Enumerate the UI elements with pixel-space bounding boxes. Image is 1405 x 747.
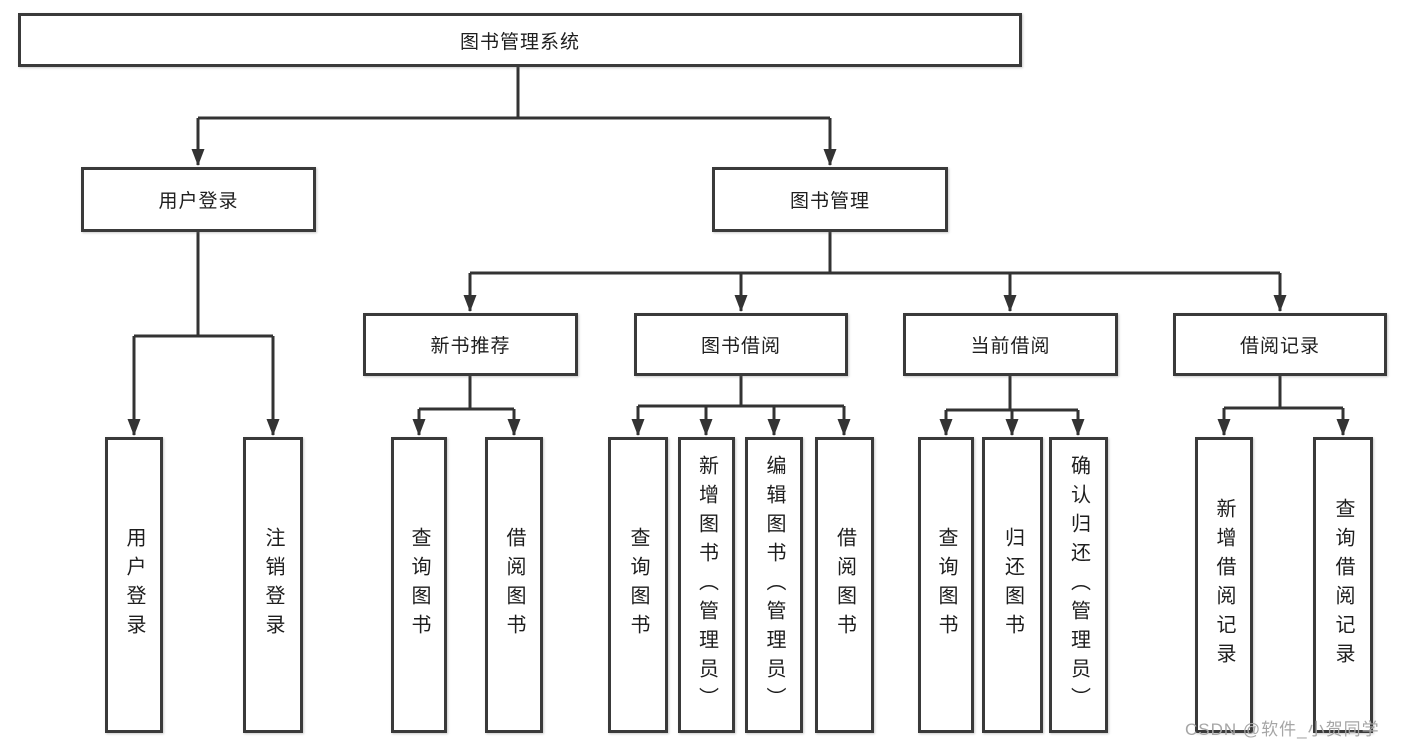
leaf-add-borrow-record-label: 新增借阅记录	[1213, 498, 1235, 672]
leaf-logout: 注销登录	[243, 437, 303, 733]
leaf-edit-books-admin: 编辑图书（管理员）	[745, 437, 803, 733]
leaf-user-login-label: 用户登录	[123, 527, 145, 643]
node-current-borrow-label: 当前借阅	[970, 336, 1051, 357]
node-current-borrow: 当前借阅	[903, 313, 1118, 376]
leaf-add-books-admin-label: 新增图书（管理员）	[695, 454, 718, 716]
node-new-book-recommend: 新书推荐	[363, 313, 578, 376]
leaf-query-books-current-label: 查询图书	[935, 527, 957, 643]
node-root-library-system: 图书管理系统	[18, 13, 1022, 67]
node-book-borrow: 图书借阅	[634, 313, 848, 376]
leaf-query-borrow-record: 查询借阅记录	[1313, 437, 1373, 733]
leaf-add-books-admin: 新增图书（管理员）	[678, 437, 735, 733]
leaf-borrow-books-recommend-label: 借阅图书	[503, 527, 525, 643]
leaf-borrow-books: 借阅图书	[815, 437, 874, 733]
csdn-watermark: CSDN @软件_小贺同学	[1185, 720, 1380, 739]
tree-connectors	[127, 67, 1350, 436]
leaf-confirm-return-admin-label: 确认归还（管理员）	[1067, 454, 1090, 716]
leaf-add-borrow-record: 新增借阅记录	[1195, 437, 1253, 733]
leaf-user-login: 用户登录	[105, 437, 163, 733]
node-book-borrow-label: 图书借阅	[700, 336, 781, 357]
leaf-confirm-return-admin: 确认归还（管理员）	[1049, 437, 1108, 733]
node-book-management-label: 图书管理	[789, 191, 870, 212]
leaf-query-books-borrow: 查询图书	[608, 437, 668, 733]
leaf-query-books-borrow-label: 查询图书	[627, 527, 649, 643]
node-user-login-label: 用户登录	[158, 191, 239, 212]
leaf-borrow-books-label: 借阅图书	[833, 527, 856, 643]
node-root-label: 图书管理系统	[459, 31, 580, 53]
node-book-management: 图书管理	[712, 167, 948, 232]
leaf-query-borrow-record-label: 查询借阅记录	[1332, 498, 1354, 672]
node-borrow-records-label: 借阅记录	[1239, 336, 1320, 357]
leaf-query-books-recommend-label: 查询图书	[408, 527, 430, 643]
leaf-query-books-current: 查询图书	[918, 437, 974, 733]
node-borrow-records: 借阅记录	[1173, 313, 1387, 376]
leaf-edit-books-admin-label: 编辑图书（管理员）	[763, 454, 785, 716]
leaf-return-books: 归还图书	[982, 437, 1043, 733]
node-user-login: 用户登录	[81, 167, 316, 232]
leaf-logout-label: 注销登录	[262, 527, 284, 643]
node-new-book-recommend-label: 新书推荐	[430, 336, 511, 357]
leaf-query-books-recommend: 查询图书	[391, 437, 447, 733]
leaf-return-books-label: 归还图书	[1001, 527, 1024, 643]
leaf-borrow-books-recommend: 借阅图书	[485, 437, 543, 733]
